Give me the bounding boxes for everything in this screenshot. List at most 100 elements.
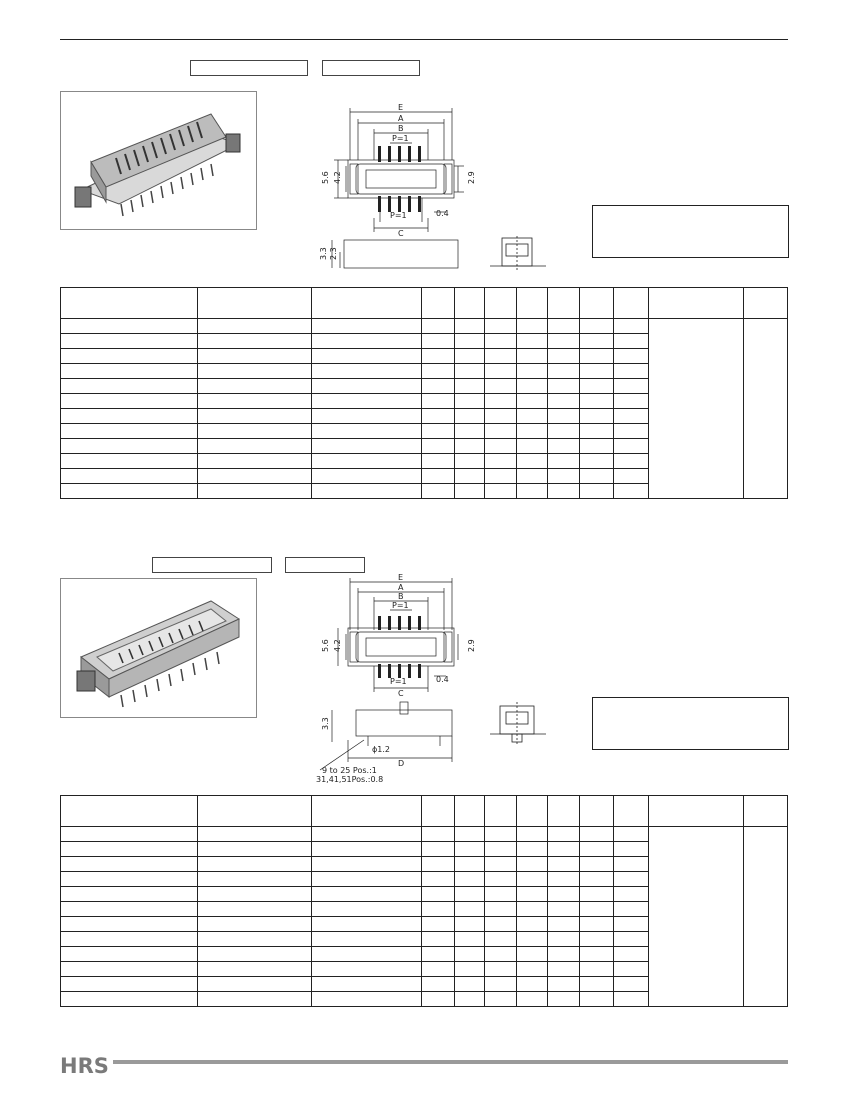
dim-a: A	[398, 114, 404, 123]
table-cell	[311, 453, 422, 469]
section2-connector-photo	[60, 578, 257, 718]
dim-side-inner: 2.3	[329, 247, 338, 260]
table-header-cell	[579, 287, 614, 319]
table-cell	[421, 991, 455, 1007]
section1-part-label-box	[190, 60, 308, 76]
table-cell	[613, 393, 649, 409]
table-cell	[311, 931, 422, 947]
table-header-row	[60, 287, 788, 319]
dim-side-outer: 3.3	[319, 247, 328, 260]
table-cell	[579, 453, 614, 469]
table-cell	[454, 438, 485, 454]
table-cell	[454, 318, 485, 334]
table-cell	[454, 453, 485, 469]
dim-gap: 0.4	[436, 675, 449, 684]
dim-diameter: ϕ1.2	[372, 745, 390, 754]
table-cell	[547, 393, 580, 409]
table-cell	[613, 468, 649, 484]
table-cell	[197, 468, 312, 484]
table-cell	[484, 483, 517, 499]
table-cell	[613, 871, 649, 887]
table-cell	[743, 318, 788, 499]
table-cell	[579, 991, 614, 1007]
table-cell	[516, 931, 548, 947]
table-cell	[547, 916, 580, 932]
table-cell	[197, 483, 312, 499]
table-cell	[197, 318, 312, 334]
table-cell	[60, 871, 198, 887]
dim-a: A	[398, 583, 404, 592]
table-cell	[421, 841, 455, 857]
table-cell	[421, 931, 455, 947]
table-cell	[421, 483, 455, 499]
table-cell	[421, 453, 455, 469]
table-cell	[579, 468, 614, 484]
table-row	[60, 976, 788, 992]
table-row	[60, 931, 788, 947]
table-header-cell	[613, 287, 649, 319]
table-cell	[60, 916, 198, 932]
table-row	[60, 318, 788, 499]
table-cell	[613, 991, 649, 1007]
table-header-cell	[60, 287, 198, 319]
table-cell	[516, 408, 548, 424]
table-row	[60, 423, 788, 439]
table-row	[60, 961, 788, 977]
table-cell	[613, 841, 649, 857]
dim-height-outer: 5.6	[321, 639, 330, 652]
table-cell	[60, 363, 198, 379]
table-header-cell	[648, 287, 744, 319]
table-cell	[547, 871, 580, 887]
table-cell	[516, 976, 548, 992]
table-cell	[516, 946, 548, 962]
table-cell	[454, 856, 485, 872]
table-cell	[547, 378, 580, 394]
table-cell	[454, 468, 485, 484]
table-row	[60, 348, 788, 364]
table-cell	[197, 856, 312, 872]
table-cell	[579, 393, 614, 409]
table-cell	[613, 363, 649, 379]
table-cell	[421, 916, 455, 932]
section1-spec-table	[60, 287, 788, 499]
table-cell	[421, 378, 455, 394]
table-cell	[579, 408, 614, 424]
table-cell	[421, 333, 455, 349]
table-cell	[421, 886, 455, 902]
table-cell	[311, 871, 422, 887]
table-cell	[484, 438, 517, 454]
table-cell	[60, 318, 198, 334]
table-row	[60, 826, 788, 1007]
table-cell	[579, 871, 614, 887]
table-header-cell	[421, 795, 455, 827]
table-header-cell	[613, 795, 649, 827]
table-cell	[454, 826, 485, 842]
table-cell	[484, 378, 517, 394]
section1-note-box	[592, 205, 789, 258]
table-cell	[60, 946, 198, 962]
dim-height-right: 2.9	[467, 639, 476, 652]
table-cell	[311, 886, 422, 902]
table-cell	[613, 423, 649, 439]
table-cell	[60, 841, 198, 857]
table-cell	[613, 408, 649, 424]
table-cell	[579, 333, 614, 349]
table-cell	[484, 826, 517, 842]
table-cell	[516, 841, 548, 857]
dim-height-inner: 4.2	[333, 639, 342, 652]
table-cell	[421, 438, 455, 454]
table-cell	[454, 916, 485, 932]
table-cell	[484, 348, 517, 364]
table-row	[60, 363, 788, 379]
table-cell	[197, 871, 312, 887]
table-cell	[484, 318, 517, 334]
table-cell	[547, 856, 580, 872]
table-cell	[613, 318, 649, 334]
table-cell	[516, 453, 548, 469]
table-cell	[197, 438, 312, 454]
table-header-cell	[743, 795, 788, 827]
table-cell	[311, 333, 422, 349]
table-cell	[311, 826, 422, 842]
table-cell	[311, 438, 422, 454]
table-header-cell	[421, 287, 455, 319]
